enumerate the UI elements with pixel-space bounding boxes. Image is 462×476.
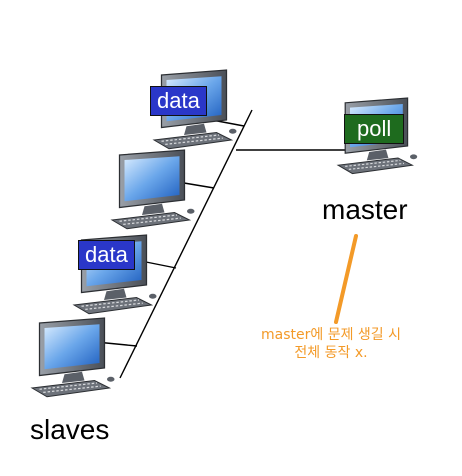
- shared-bus-line: [119, 109, 253, 379]
- annotation-pointer-line: [334, 234, 358, 324]
- slave-computer-2: [111, 149, 196, 230]
- failure-annotation: master에 문제 생길 시 전체 동작 x.: [226, 326, 436, 362]
- annotation-line-2: 전체 동작 x.: [294, 345, 368, 361]
- slave3-drop-line: [145, 261, 177, 269]
- data-badge-middle: data: [78, 240, 135, 270]
- slave-computer-4: [31, 317, 116, 398]
- data-badge-top: data: [150, 86, 207, 116]
- poll-badge: poll: [344, 114, 405, 144]
- master-caption: master: [322, 194, 408, 225]
- slaves-caption: slaves: [30, 414, 110, 445]
- annotation-line-1: master에 문제 생길 시: [261, 327, 401, 343]
